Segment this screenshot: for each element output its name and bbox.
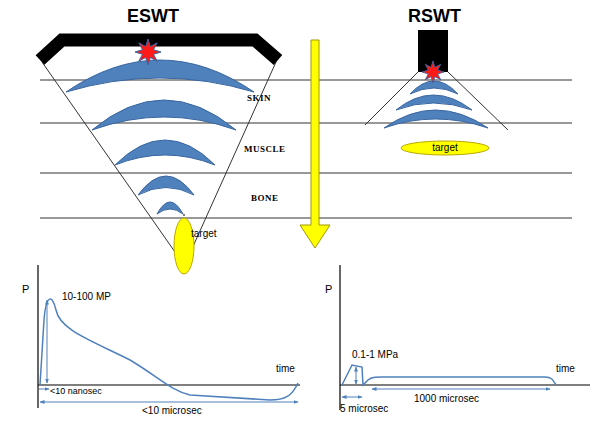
dimension-arrow — [356, 367, 357, 384]
dimension-arrow — [47, 300, 48, 383]
dimension-arrow — [39, 389, 49, 390]
duration-label: 5 microsec — [340, 403, 388, 415]
peak-value: 10-100 MP — [62, 291, 111, 303]
pressure-curve — [342, 365, 556, 385]
dimension-arrow — [372, 389, 550, 390]
axis-label: time — [276, 363, 295, 375]
rswt-axes — [340, 265, 590, 410]
pressure-curve — [40, 299, 298, 400]
axis-label: P — [325, 283, 332, 296]
panel-title: ESWT — [127, 6, 179, 27]
target-shape — [401, 141, 489, 155]
y-axis — [37, 265, 38, 408]
axis-label: P — [22, 283, 29, 296]
cone-line — [186, 62, 276, 262]
depth-arrow — [300, 40, 330, 248]
wave-front — [396, 95, 472, 110]
dimension-arrow — [40, 402, 298, 403]
axis-label: time — [556, 363, 575, 375]
node-outline — [174, 218, 194, 274]
target-label: target — [401, 142, 489, 153]
wave-front — [157, 202, 183, 214]
rswt-cone — [365, 72, 508, 130]
x-axis — [340, 384, 590, 385]
rswt-waves — [384, 81, 488, 128]
eswt-dimension-arrows — [39, 300, 298, 402]
rswt-dimension-arrows — [342, 367, 550, 397]
wave-front — [410, 81, 458, 94]
dimension-arrow — [342, 397, 362, 398]
eswt-waves — [66, 60, 254, 214]
layer-name: MUSCLE — [244, 144, 286, 154]
layer-line — [40, 123, 572, 124]
duration-label: <10 nanosec — [50, 386, 102, 396]
wave-front — [138, 176, 194, 195]
duration-label: <10 microsec — [142, 405, 202, 417]
eswt-applicator — [40, 40, 278, 60]
y-axis — [339, 265, 340, 410]
target-shape — [174, 218, 194, 274]
layer-name: BONE — [251, 193, 279, 203]
panel-title: RSWT — [408, 6, 461, 27]
shock-source — [422, 61, 444, 83]
layer-lines — [40, 80, 572, 218]
layer-name: SKIN — [247, 93, 271, 103]
target-ellipse: target — [174, 218, 194, 274]
shock-source — [135, 39, 161, 65]
duration-label: 1000 microsec — [414, 393, 479, 405]
eswt-cone — [42, 62, 276, 262]
target-label: target — [191, 228, 217, 239]
target-ellipse: target — [401, 140, 489, 156]
layer-line — [40, 218, 572, 219]
cone-line — [42, 62, 182, 262]
wave-front — [66, 60, 254, 92]
wave-front — [384, 110, 488, 128]
eswt-axes — [38, 265, 300, 408]
peak-value: 0.1-1 MPa — [352, 349, 398, 361]
wave-front — [115, 140, 215, 165]
wave-front — [92, 100, 236, 130]
